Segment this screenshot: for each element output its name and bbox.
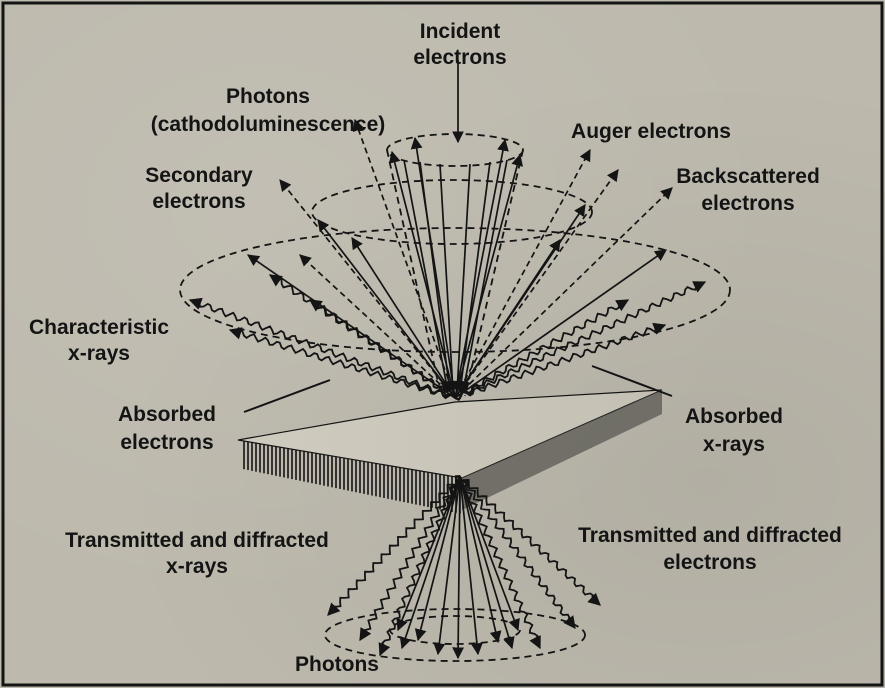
absorbed-electrons-label-line2: electrons — [120, 431, 213, 454]
transmitted-xrays-label-line2: x-rays — [166, 555, 228, 578]
characteristic-xrays-label-line1: Characteristic — [29, 316, 169, 339]
backscattered-electrons-label-line2: electrons — [701, 192, 794, 215]
transmitted-electron-ray — [458, 476, 460, 658]
secondary-electrons-label-line2: electrons — [152, 190, 245, 213]
inner-cone-ellipse — [312, 180, 592, 244]
transmitted-xray-ray — [459, 476, 541, 648]
incident-electrons-label-line1: Incident — [420, 20, 501, 43]
figure-frame — [3, 3, 882, 685]
incident-electrons-label-line2: electrons — [413, 46, 506, 69]
emission-rays — [190, 60, 705, 658]
transmitted-electrons-label-line1: Transmitted and diffracted — [578, 524, 842, 547]
characteristic-xray-ray — [455, 325, 665, 400]
photons-bottom-label: Photons — [295, 653, 379, 676]
absorbed-xrays-label-line2: x-rays — [703, 433, 765, 456]
backscattered-electrons-label-line1: Backscattered — [676, 165, 820, 188]
cathodoluminescence-label-line2: (cathodoluminescence) — [151, 113, 386, 136]
secondary-electrons-label-line1: Secondary — [145, 164, 253, 187]
characteristic-xrays-label-line2: x-rays — [68, 342, 130, 365]
emitted-electron-ray — [455, 155, 520, 398]
outer-cone-ellipse — [180, 228, 730, 352]
labels: Incident electrons Photons (cathodolumin… — [29, 20, 842, 676]
dashed-emission-ray — [455, 188, 672, 398]
transmitted-cone-inner-ellipse — [390, 616, 520, 644]
cathodoluminescence-label-line1: Photons — [226, 85, 310, 108]
transmitted-electrons-label-line2: electrons — [663, 551, 756, 574]
auger-electrons-label: Auger electrons — [571, 120, 731, 143]
dashed-emission-ray — [455, 170, 618, 398]
emitted-electron-ray — [455, 250, 666, 398]
transmitted-xrays-label-line1: Transmitted and diffracted — [65, 529, 329, 552]
absorbed-xrays-label-line1: Absorbed — [685, 405, 783, 428]
absorbed-electrons-leader — [244, 380, 330, 412]
absorbed-electrons-label-line1: Absorbed — [118, 403, 216, 426]
